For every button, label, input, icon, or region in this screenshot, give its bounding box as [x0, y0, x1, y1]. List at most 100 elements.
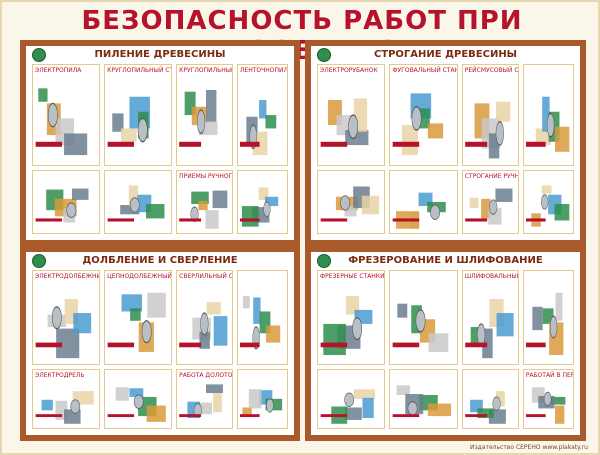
- warning-caption-line: [35, 218, 63, 222]
- warning-caption-line: [464, 342, 487, 348]
- machine-part: [242, 295, 250, 309]
- panel-header: СТРОГАНИЕ ДРЕВЕСИНЫ: [311, 46, 580, 62]
- hand-plane-icon: [464, 188, 513, 225]
- machine-part: [496, 313, 514, 337]
- electric-drill-icon: [35, 391, 94, 425]
- machine-part: [242, 407, 252, 417]
- machine-part: [146, 405, 166, 423]
- machine-part: [128, 185, 139, 207]
- machine-part: [344, 206, 357, 217]
- blade-shape: [540, 194, 549, 210]
- machine-part: [115, 387, 129, 402]
- panel-title: ФРЕЗЕРОВАНИЕ И ШЛИФОВАНИЕ: [348, 254, 543, 266]
- warning-caption-line: [320, 141, 348, 147]
- machine-part: [213, 316, 228, 346]
- illustration-cell: [522, 170, 574, 234]
- illustration-cell: СВЕРЛИЛЬНЫЙ СТАНОК: [176, 270, 233, 366]
- worker-icon: [35, 188, 89, 223]
- machine-part: [362, 398, 374, 419]
- blade-shape: [137, 117, 148, 143]
- warning-caption-line: [107, 218, 135, 222]
- machine-part: [397, 303, 408, 318]
- blade-shape: [66, 202, 77, 218]
- machine-part: [64, 133, 88, 156]
- panel-milling: ФРЕЗЕРОВАНИЕ И ШЛИФОВАНИЕ ФРЕЗЕРНЫЕ СТАНК…: [305, 246, 586, 441]
- machine-part: [198, 201, 208, 211]
- machine-part: [191, 191, 209, 205]
- cell-label: ФУГОВАЛЬНЫЙ СТАНОК: [392, 67, 456, 74]
- cell-label: ФРЕЗЕРНЫЕ СТАНКИ: [320, 273, 385, 280]
- machine-part: [112, 113, 124, 132]
- warning-caption-line: [35, 141, 63, 147]
- illustration-cell: ФРЕЗЕРНЫЕ СТАНКИ: [317, 270, 386, 366]
- electric-planer-icon: [320, 98, 369, 147]
- thicknesser-icon: [464, 101, 511, 159]
- blade-shape: [47, 102, 58, 128]
- machine-part: [265, 325, 281, 343]
- machine-part: [542, 308, 554, 324]
- machine-part: [488, 133, 500, 159]
- blade-shape: [415, 309, 426, 333]
- machine-part: [419, 108, 431, 129]
- panel-title: ПИЛЕНИЕ ДРЕВЕСИНЫ: [94, 48, 226, 60]
- machine-part: [428, 403, 452, 417]
- blade-shape: [430, 204, 441, 221]
- warning-caption-line: [107, 141, 135, 147]
- machine-part: [258, 187, 269, 201]
- cell-label: КРУГЛОПИЛЬНЫЙ СТАНОК ПРОДОЛЬНОГО РАСКРОЯ: [107, 67, 171, 74]
- warning-caption-line: [239, 414, 260, 418]
- warning-caption-line: [179, 342, 202, 348]
- blade-shape: [193, 403, 203, 418]
- machine-part: [206, 90, 217, 122]
- blade-shape: [549, 315, 557, 339]
- illustration-cell: [389, 170, 458, 234]
- machine-part: [265, 115, 277, 129]
- machine-part: [469, 197, 479, 209]
- illustration-cell: ПРИЕМЫ РУЧНОГО ПИЛЕНИЯ: [176, 170, 233, 234]
- machine-part: [548, 397, 566, 405]
- illustration-cell: [104, 170, 173, 234]
- crosscut-saw-icon: [179, 90, 218, 147]
- machine-part: [205, 210, 219, 229]
- machine-part: [206, 384, 224, 394]
- warning-caption-line: [107, 414, 135, 418]
- publisher-footer: Издательство СЕРЕНО www.plakaty.ru: [469, 444, 588, 451]
- warning-caption-line: [525, 141, 546, 147]
- blade-shape: [263, 201, 271, 217]
- panel-title: СТРОГАНИЕ ДРЕВЕСИНЫ: [373, 48, 518, 60]
- plane-icon: [525, 185, 570, 227]
- cell-label: РАБОТА ДОЛОТОМ И СТАМЕСКОЙ: [179, 372, 233, 380]
- chisel-icon: [179, 384, 224, 419]
- board-icon: [320, 186, 380, 222]
- router-icon: [320, 389, 376, 425]
- blade-shape: [352, 317, 363, 341]
- machine-part: [541, 185, 552, 194]
- cell-label: ПРИЕМЫ РУЧНОГО ПИЛЕНИЯ: [179, 173, 233, 181]
- band-saw-icon: [239, 100, 277, 156]
- hand-saw-icon: [179, 190, 228, 229]
- warning-caption-line: [464, 141, 487, 147]
- blade-shape: [70, 399, 81, 414]
- warning-caption-line: [239, 218, 260, 222]
- warning-caption-line: [464, 218, 487, 222]
- chain-mortiser-icon: [107, 292, 166, 352]
- blade-shape: [190, 206, 199, 223]
- illustration-cell: ШЛИФОВАЛЬНЫЕ СТАНКИ: [461, 270, 519, 366]
- blade-shape: [488, 199, 498, 215]
- machine-part: [147, 292, 166, 318]
- machine-part: [184, 91, 196, 116]
- blade-shape: [543, 392, 552, 407]
- drill-bit-icon: [107, 387, 166, 423]
- blade-shape: [51, 306, 62, 330]
- machine-part: [495, 188, 513, 203]
- cell-label: ШЛИФОВАЛЬНЫЕ СТАНКИ: [464, 273, 519, 280]
- machine-part: [259, 100, 267, 119]
- machine-part: [199, 331, 211, 349]
- warning-caption-line: [320, 342, 348, 348]
- blade-shape: [476, 323, 485, 347]
- saw-blade-icon: [107, 96, 151, 147]
- blade-shape: [495, 121, 504, 146]
